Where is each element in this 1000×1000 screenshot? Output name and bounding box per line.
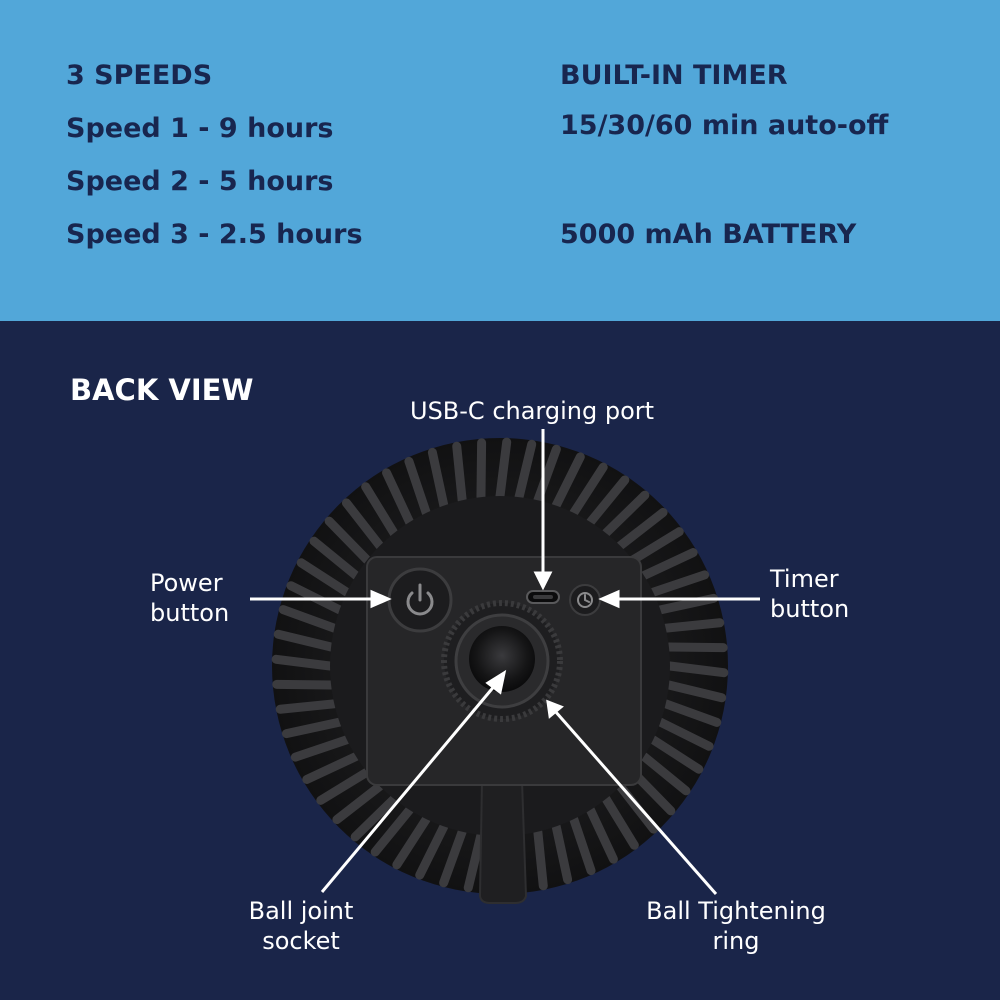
guard-rib	[628, 527, 684, 565]
guard-rib	[415, 821, 449, 880]
guard-rib	[664, 680, 727, 703]
usb-c-port-label: USB-C charging port	[410, 397, 655, 425]
guard-rib	[290, 735, 352, 762]
guard-rib	[639, 751, 691, 796]
guard-rib	[275, 699, 339, 714]
power-button-label-line-2: button	[150, 599, 230, 627]
guard-rib	[569, 462, 608, 518]
guard-rib	[281, 717, 345, 739]
tightening-ring-label-line-2: ring	[712, 927, 760, 955]
guard-rib	[278, 605, 339, 633]
guard-rib	[601, 490, 650, 538]
guard-rib	[341, 498, 385, 551]
guard-rib	[615, 507, 668, 551]
guard-rib	[601, 794, 639, 850]
guard-rib	[382, 468, 415, 527]
battery-spec: 5000 mAh BATTERY	[560, 219, 857, 250]
guard-rib	[514, 439, 537, 502]
guard-ribs	[271, 437, 729, 895]
power-button-label-line-1: Power	[150, 569, 223, 597]
timer-button-label: Timer button	[770, 564, 849, 624]
guard-rib	[665, 661, 729, 678]
guard-rib	[551, 452, 585, 511]
guard-rib	[664, 642, 728, 653]
power-button[interactable]	[387, 567, 453, 633]
fan-back-illustration	[250, 429, 760, 904]
guard-rib	[648, 570, 710, 597]
guard-rib	[309, 536, 361, 581]
callout-arrows	[250, 429, 760, 895]
guard-rib	[273, 629, 336, 652]
guard-rib	[648, 735, 704, 774]
guard-rib	[533, 827, 548, 891]
timer-icon	[577, 592, 593, 608]
timer-button-label-line-2: button	[770, 595, 850, 623]
usb-c-port[interactable]	[526, 590, 560, 604]
guard-rib	[439, 827, 467, 888]
guard-rib	[585, 475, 630, 527]
guard-rib	[551, 821, 573, 885]
guard-rib	[661, 618, 725, 633]
guard-rib	[404, 456, 431, 518]
guard-rib	[302, 751, 361, 784]
guard-rib	[427, 447, 449, 511]
guard-rib	[495, 437, 512, 501]
guard-rib	[350, 794, 399, 842]
guard-rib	[452, 441, 467, 505]
usb-c-port-icon	[533, 595, 553, 599]
tightening-ring-label: Ball Tightening ring	[636, 896, 836, 956]
speeds-heading: 3 SPEEDS	[66, 60, 213, 91]
guard-rib	[272, 679, 336, 690]
guard-rib	[463, 830, 486, 893]
fan-stand	[478, 780, 528, 904]
guard-rib	[370, 805, 415, 857]
timer-heading: BUILT-IN TIMER	[560, 60, 788, 91]
guard-rib	[639, 548, 698, 581]
back-view-title: BACK VIEW	[70, 373, 254, 407]
guard-rib	[332, 781, 385, 825]
guard-rib	[661, 699, 722, 727]
guard-rib	[569, 814, 596, 876]
guard-rib	[316, 767, 372, 805]
tightening-ring-label-line-1: Ball Tightening	[646, 897, 826, 925]
power-icon	[406, 583, 434, 616]
speed-2-line: Speed 2 - 5 hours	[66, 166, 334, 197]
guard-rib	[296, 558, 352, 597]
timer-button[interactable]	[569, 584, 601, 616]
guard-rib	[361, 482, 399, 538]
speed-1-line: Speed 1 - 9 hours	[66, 113, 334, 144]
power-button-label: Power button	[150, 568, 229, 628]
guard-rib	[324, 516, 372, 565]
specs-band: 3 SPEEDS Speed 1 - 9 hours Speed 2 - 5 h…	[0, 0, 1000, 321]
ball-socket-label-line-2: socket	[262, 927, 340, 955]
guard-rib	[476, 438, 487, 502]
ball-socket-label: Ball joint socket	[245, 896, 357, 956]
timer-button-label-line-1: Timer	[770, 565, 839, 593]
guard-rib	[271, 654, 335, 671]
guard-rib	[533, 444, 561, 505]
guard-rib	[655, 717, 714, 751]
speed-3-line: Speed 3 - 2.5 hours	[66, 219, 363, 250]
ball-socket-label-line-1: Ball joint	[248, 897, 354, 925]
timer-detail: 15/30/60 min auto-off	[560, 110, 889, 141]
guard-rib	[392, 814, 431, 870]
guard-rib	[585, 805, 618, 864]
ball-joint-socket[interactable]	[469, 626, 535, 692]
